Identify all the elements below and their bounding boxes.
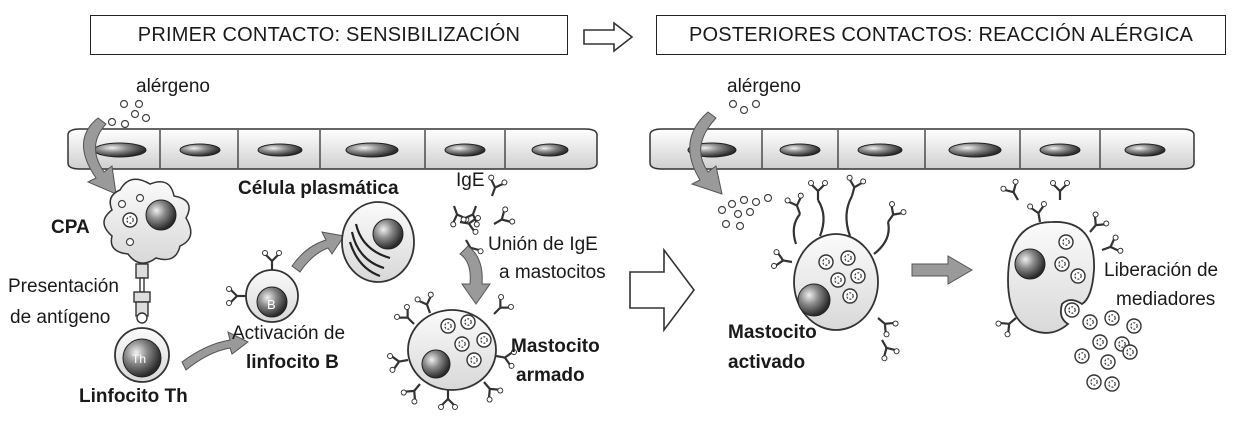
activated-mast-cell: [770, 173, 909, 363]
arrow-b-to-plasma: [291, 231, 345, 273]
panel-transition-arrow: [629, 247, 695, 333]
label-celula-plasmatica: Célula plasmática: [238, 178, 399, 199]
label-cpa: CPA: [51, 217, 90, 238]
title-later-contacts: POSTERIORES CONTACTOS: REACCIÓN ALÉRGICA: [656, 15, 1226, 55]
allergen-particles-mast: [717, 193, 773, 231]
epithelium-right: [649, 128, 1195, 170]
arrow-th-to-b: [181, 331, 249, 371]
label-mastocito-armado-2: armado: [516, 365, 585, 386]
label-presentacion-2: de antígeno: [10, 307, 111, 328]
allergen-particles-right: [728, 99, 761, 115]
th-lymphocyte: [114, 327, 170, 383]
b-lymphocyte: [225, 249, 299, 323]
armed-mast-cell: [386, 290, 518, 411]
label-liberacion-1: Liberación de: [1104, 260, 1219, 281]
label-b-mark: B: [267, 297, 276, 312]
label-mastocito-activado-1: Mastocito: [728, 322, 817, 343]
arrow-ige-to-mast: [459, 245, 491, 305]
label-activacion-2: linfocito B: [246, 352, 339, 373]
label-mastocito-armado-1: Mastocito: [511, 336, 600, 357]
entry-arrow-right: [689, 111, 723, 195]
label-ige: IgE: [456, 170, 485, 191]
label-union-1: Unión de IgE: [488, 234, 598, 255]
antigen-presentation-link: [133, 263, 151, 324]
label-mastocito-activado-2: activado: [728, 352, 806, 373]
epithelium-left: [67, 128, 598, 170]
label-alergeno-left: alérgeno: [136, 76, 210, 97]
title-first-contact: PRIMER CONTACTO: SENSIBILIZACIÓN: [90, 15, 568, 55]
label-linfocito-th: Linfocito Th: [79, 386, 188, 407]
label-presentacion-1: Presentación: [8, 276, 119, 297]
label-th-mark: Th: [132, 352, 147, 366]
released-mediators: [1074, 310, 1142, 392]
plasma-cell: [341, 201, 415, 283]
label-union-2: a mastocitos: [499, 262, 606, 283]
allergen-particles-left: [107, 99, 151, 129]
label-activacion-1: Activación de: [232, 323, 346, 344]
cpa-cell: [103, 178, 192, 264]
arrow-activation-to-release: [911, 255, 973, 285]
degranulating-mast-cell: [993, 177, 1125, 339]
label-alergeno-right: alérgeno: [727, 76, 801, 97]
titles-arrow: [583, 21, 634, 53]
label-liberacion-2: mediadores: [1116, 289, 1216, 310]
